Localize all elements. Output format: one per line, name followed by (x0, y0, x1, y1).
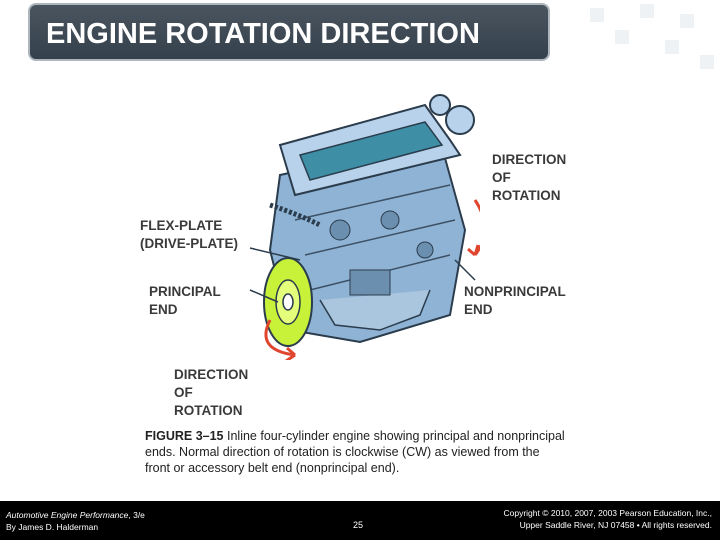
footer-book-info: Automotive Engine Performance, 3/e By Ja… (6, 509, 145, 533)
exhaust-hose (269, 202, 322, 228)
engine-illustration (249, 94, 480, 360)
flywheel (263, 257, 313, 347)
footer-copyright: Copyright © 2010, 2007, 2003 Pearson Edu… (503, 507, 712, 531)
engine-block (268, 138, 467, 344)
page-number: 25 (353, 520, 364, 530)
copyright-line-2: Upper Saddle River, NJ 07458 • All right… (519, 520, 712, 530)
label-direction-of-rotation-bottom: DIRECTION OF ROTATION (174, 367, 249, 418)
figure-caption-text: Inline four-cylinder engine showing prin… (145, 429, 565, 475)
valve-cover (278, 94, 475, 197)
label-flex-plate: FLEX-PLATE (DRIVE-PLATE) (140, 218, 238, 251)
leader-lines (249, 247, 476, 303)
footer-edition: , 3/e (128, 510, 145, 520)
figure-number: FIGURE 3–15 (145, 429, 224, 443)
label-nonprincipal-end: NONPRINCIPAL END (464, 284, 566, 317)
footer-bar: Automotive Engine Performance, 3/e By Ja… (0, 501, 720, 540)
slide-title: ENGINE ROTATION DIRECTION (46, 18, 480, 50)
label-direction-of-rotation-top: DIRECTION OF ROTATION (492, 152, 567, 203)
rotation-arrows (264, 199, 480, 360)
copyright-line-1: Copyright © 2010, 2007, 2003 Pearson Edu… (503, 508, 712, 518)
footer-book-title: Automotive Engine Performance (6, 510, 129, 520)
figure-caption: FIGURE 3–15 Inline four-cylinder engine … (145, 428, 565, 476)
title-bar: ENGINE ROTATION DIRECTION (28, 3, 550, 61)
decorative-squares (570, 0, 720, 90)
label-principal-end: PRINCIPAL END (149, 284, 221, 317)
footer-author: By James D. Halderman (6, 522, 99, 532)
